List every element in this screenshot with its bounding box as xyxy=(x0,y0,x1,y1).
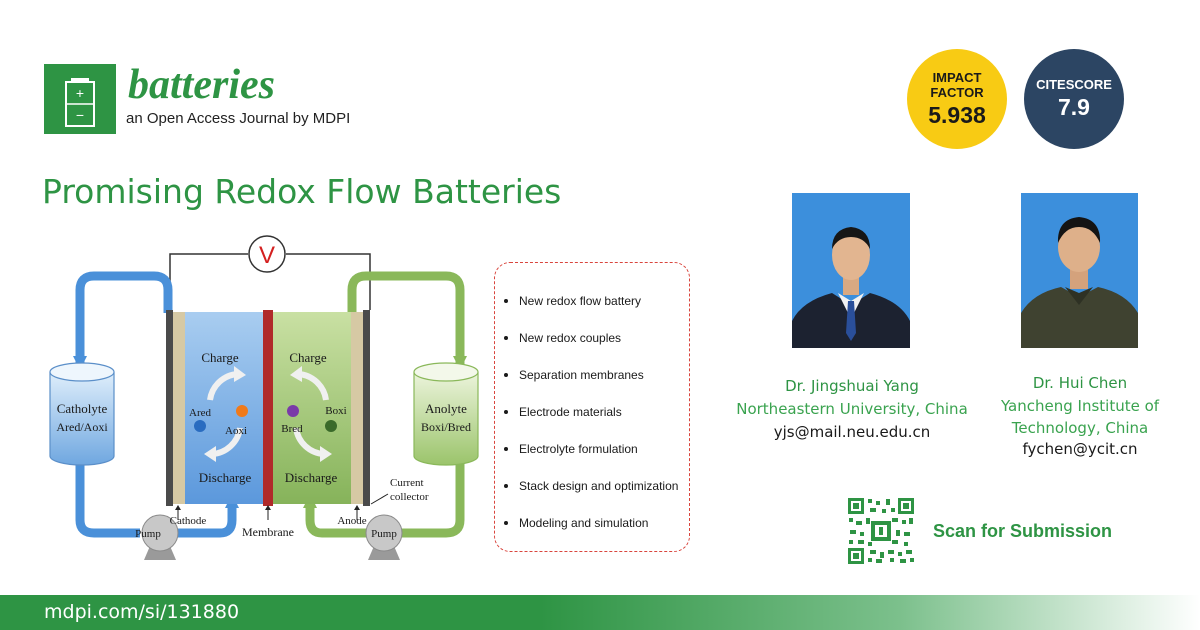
pump-right-icon xyxy=(365,514,403,560)
editor-affiliation-2-line2: Technology, China xyxy=(1011,419,1149,437)
footer-bar xyxy=(0,595,1200,630)
redox-flow-battery-diagram: V Charge Charge Discharge Dis xyxy=(40,228,480,573)
catholyte-species: Ared/Aoxi xyxy=(56,420,108,434)
editor-photo-2 xyxy=(1021,193,1138,348)
editor-affiliation-1: Northeastern University, China xyxy=(736,400,968,418)
wire-left xyxy=(169,253,248,310)
impact-factor-badge: IMPACT FACTOR 5.938 xyxy=(907,49,1007,149)
topic-text: New redox flow battery xyxy=(519,294,642,308)
scan-for-submission-label: Scan for Submission xyxy=(933,521,1113,541)
catholyte-label: Catholyte xyxy=(57,401,108,416)
discharge-right-label: Discharge xyxy=(285,470,338,485)
pump-left-icon xyxy=(141,514,179,560)
pump-left-label: Pump xyxy=(135,528,161,540)
citescore-badge: CITESCORE 7.9 xyxy=(1024,49,1124,149)
pump-right-label: Pump xyxy=(371,528,397,540)
voltmeter-symbol: V xyxy=(259,242,275,269)
editor-affiliation-2-line1: Yancheng Institute of xyxy=(1000,397,1160,415)
topic-text: Stack design and optimization xyxy=(519,479,679,493)
bullet-icon xyxy=(504,446,508,451)
topic-text: Separation membranes xyxy=(519,368,644,382)
submission-qr-code[interactable] xyxy=(846,496,916,566)
topic-text: Electrode materials xyxy=(519,405,622,419)
topic-item: Electrolyte formulation xyxy=(504,440,678,477)
a-red-particle xyxy=(194,420,206,432)
b-red-particle xyxy=(287,405,299,417)
catholyte-tank xyxy=(49,362,115,466)
charge-left-label: Charge xyxy=(201,350,239,365)
b-oxi-label: Boxi xyxy=(325,405,346,417)
bullet-icon xyxy=(504,483,508,488)
editor-email-1: yjs@mail.neu.edu.cn xyxy=(773,423,931,441)
topic-item: Modeling and simulation xyxy=(504,514,678,551)
impact-factor-value: 5.938 xyxy=(928,101,986,128)
topic-item: New redox flow battery xyxy=(504,292,678,329)
citescore-value: 7.9 xyxy=(1058,94,1090,120)
battery-icon: + − xyxy=(65,78,95,127)
a-oxi-label: Aoxi xyxy=(225,425,247,437)
topics-panel xyxy=(494,262,690,552)
editor-name-1: Dr. Jingshuai Yang xyxy=(785,377,919,395)
current-collector-label-2: collector xyxy=(390,491,429,503)
wire-right xyxy=(286,253,371,310)
topic-text: Electrolyte formulation xyxy=(519,442,638,456)
anolyte-species: Boxi/Bred xyxy=(421,420,471,434)
bullet-icon xyxy=(504,298,508,303)
current-collector-right xyxy=(363,310,370,506)
topic-item: Stack design and optimization xyxy=(504,477,678,514)
anode-label: Anode xyxy=(337,515,366,527)
journal-subtitle: an Open Access Journal by MDPI xyxy=(126,110,351,127)
discharge-left-label: Discharge xyxy=(199,470,252,485)
bullet-icon xyxy=(504,372,508,377)
journal-name: batteries xyxy=(128,62,275,108)
anolyte-chamber xyxy=(273,312,351,504)
editor-name-2: Dr. Hui Chen xyxy=(1032,374,1128,392)
topic-item: New redox couples xyxy=(504,329,678,366)
topic-text: Modeling and simulation xyxy=(519,516,649,530)
bullet-icon xyxy=(504,409,508,414)
topic-item: Separation membranes xyxy=(504,366,678,403)
topics-list: New redox flow battery New redox couples… xyxy=(504,292,678,551)
anolyte-tank xyxy=(413,362,479,466)
current-collector-label-1: Current xyxy=(390,477,424,489)
anode-electrode xyxy=(351,312,363,504)
bullet-icon xyxy=(504,335,508,340)
minus-symbol: − xyxy=(76,107,84,123)
cathode-electrode xyxy=(173,312,185,504)
a-red-label: Ared xyxy=(189,407,211,419)
editor-photo-1 xyxy=(792,193,910,348)
plus-symbol: + xyxy=(76,85,84,101)
impact-factor-label-1: IMPACT xyxy=(932,69,982,85)
catholyte-chamber xyxy=(185,312,263,504)
membrane-label: Membrane xyxy=(242,525,294,539)
editor-email-2: fychen@ycit.cn xyxy=(1022,440,1138,458)
topic-text: New redox couples xyxy=(519,331,622,345)
b-oxi-particle xyxy=(325,420,337,432)
special-issue-title: Promising Redox Flow Batteries xyxy=(42,172,562,211)
current-collector-left xyxy=(166,310,173,506)
impact-factor-label-2: FACTOR xyxy=(930,84,984,100)
cathode-label: Cathode xyxy=(170,515,207,527)
bullet-icon xyxy=(504,520,508,525)
journal-logo: + − xyxy=(44,64,116,134)
charge-right-label: Charge xyxy=(289,350,327,365)
topic-item: Electrode materials xyxy=(504,403,678,440)
citescore-label: CITESCORE xyxy=(1036,77,1112,92)
a-oxi-particle xyxy=(236,405,248,417)
qr-code-icon xyxy=(846,496,916,566)
membrane xyxy=(263,310,273,506)
b-red-label: Bred xyxy=(281,423,303,435)
footer-url-link[interactable]: mdpi.com/si/131880 xyxy=(44,601,240,623)
voltmeter-icon xyxy=(248,235,286,273)
anolyte-label: Anolyte xyxy=(425,401,467,416)
